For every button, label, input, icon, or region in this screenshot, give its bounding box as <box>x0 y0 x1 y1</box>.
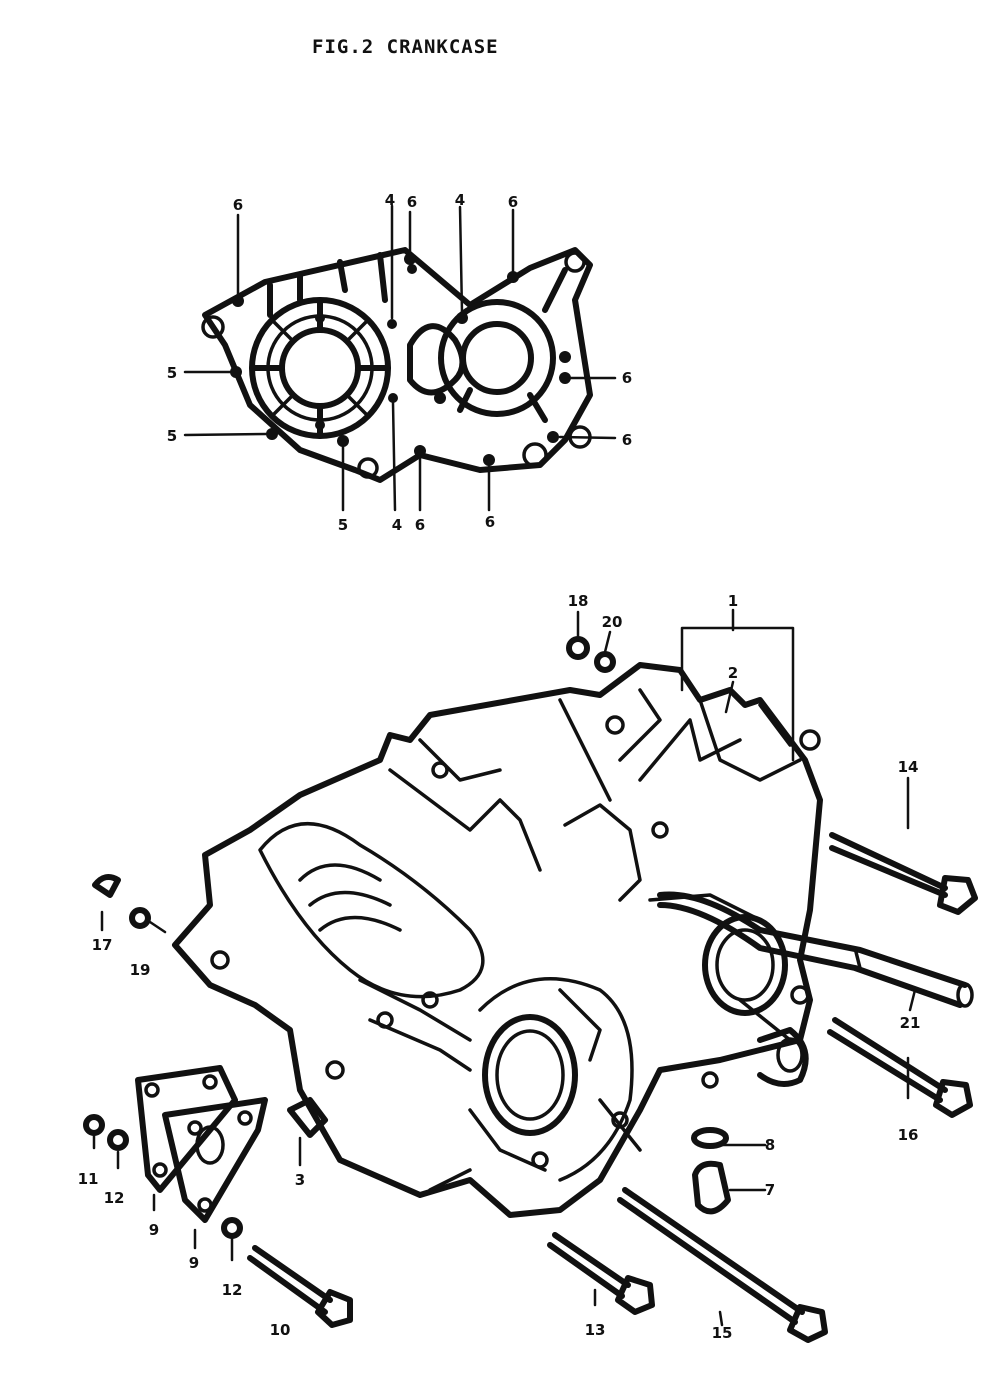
callout-20: 20 <box>602 613 623 631</box>
bolt-14 <box>829 832 978 915</box>
callout-5: 5 <box>167 427 177 445</box>
callout-17: 17 <box>92 936 113 954</box>
callout-6: 6 <box>622 431 632 449</box>
plate-9b <box>162 1097 268 1223</box>
callout-1: 1 <box>728 592 738 610</box>
clip-17 <box>92 873 121 898</box>
drain-plug-7 <box>692 1160 731 1215</box>
callout-5: 5 <box>338 516 348 534</box>
washer-20 <box>594 651 616 673</box>
dowel-pin-3 <box>287 1097 328 1138</box>
callout-4: 4 <box>385 191 395 209</box>
callout-14: 14 <box>898 758 919 776</box>
assembly-leader-lines <box>92 608 917 1327</box>
figure-title: FIG.2 CRANKCASE <box>312 36 499 58</box>
callout-6: 6 <box>407 193 417 211</box>
washer-19 <box>129 907 151 929</box>
callout-21: 21 <box>900 1014 921 1032</box>
callout-13: 13 <box>585 1321 606 1339</box>
crankcase-top-view <box>183 204 617 512</box>
washer-12a <box>107 1129 129 1151</box>
bolt-13 <box>547 1232 655 1315</box>
nut-18 <box>566 636 590 660</box>
callout-9: 9 <box>149 1221 159 1239</box>
gasket-8 <box>691 1127 729 1149</box>
nut-11 <box>83 1114 105 1136</box>
callout-6: 6 <box>622 369 632 387</box>
crankcase-assembly-view <box>172 662 823 1218</box>
callout-6: 6 <box>508 193 518 211</box>
callout-12: 12 <box>222 1281 243 1299</box>
dowel-hole-dots <box>230 253 571 466</box>
callout-8: 8 <box>765 1136 775 1154</box>
callout-5: 5 <box>167 364 177 382</box>
callout-7: 7 <box>765 1181 775 1199</box>
washer-12b <box>221 1217 243 1239</box>
callout-10: 10 <box>270 1321 291 1339</box>
callout-2: 2 <box>728 664 738 682</box>
callout-15: 15 <box>712 1324 733 1342</box>
bolt-16 <box>827 1017 973 1118</box>
callout-9: 9 <box>189 1254 199 1272</box>
bolt-10 <box>247 1245 353 1328</box>
bolt-15 <box>617 1187 828 1343</box>
callout-19: 19 <box>130 961 151 979</box>
top-view-leader-lines <box>183 204 617 512</box>
callout-11: 11 <box>78 1170 99 1188</box>
callout-18: 18 <box>568 592 589 610</box>
callout-12: 12 <box>104 1189 125 1207</box>
callout-6: 6 <box>415 516 425 534</box>
callout-16: 16 <box>898 1126 919 1144</box>
breather-hose <box>657 891 974 1008</box>
callout-labels: 6 4 6 4 6 5 5 6 6 5 4 6 6 1 2 18 20 14 2… <box>78 191 921 1342</box>
callout-4: 4 <box>392 516 402 534</box>
callout-3: 3 <box>295 1171 305 1189</box>
bolts <box>247 832 978 1343</box>
callout-6: 6 <box>233 196 243 214</box>
callout-4: 4 <box>455 191 465 209</box>
callout-6: 6 <box>485 513 495 531</box>
